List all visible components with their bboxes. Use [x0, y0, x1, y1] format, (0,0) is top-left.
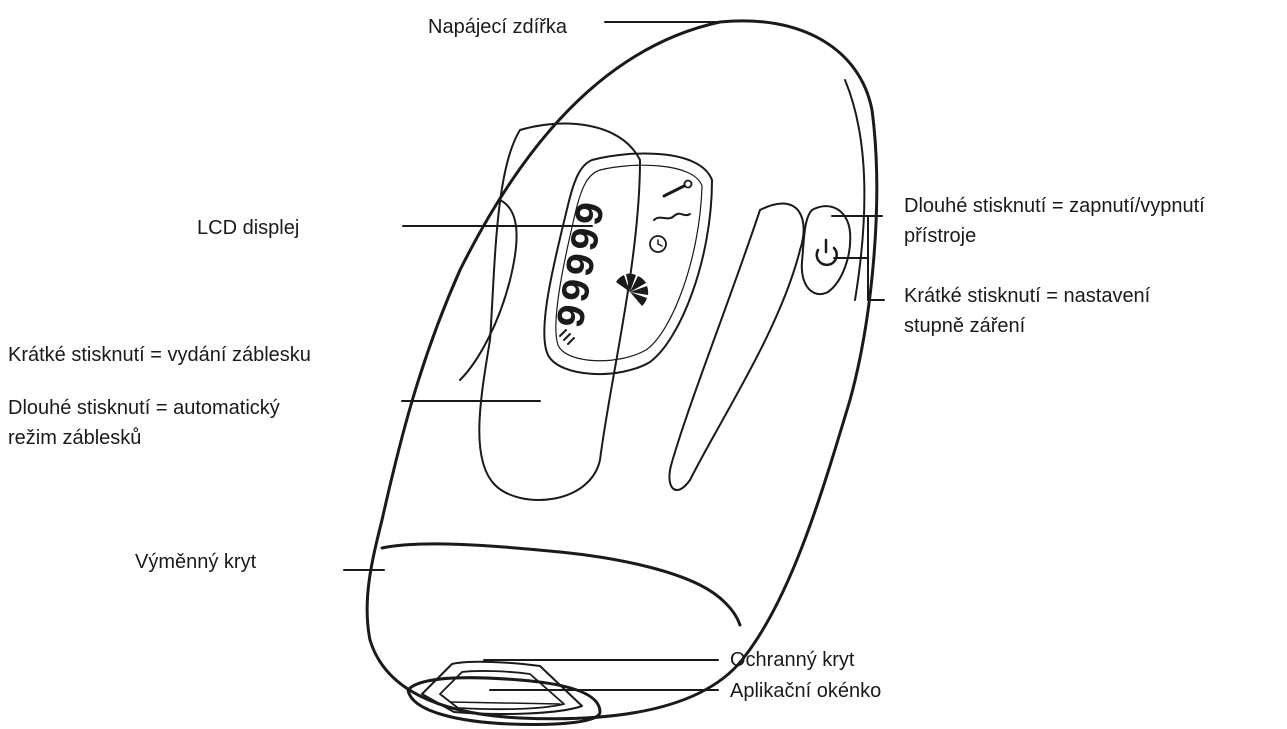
cover-seam: [382, 544, 740, 625]
label-power-long: Dlouhé stisknutí = zapnutí/vypnutí příst…: [904, 191, 1205, 251]
lcd-mode-icon: [654, 214, 690, 220]
label-flash-long-line1: Dlouhé stisknutí = automatický: [8, 393, 280, 423]
label-power-long-line2: přístroje: [904, 221, 1205, 251]
device-body-outline: [367, 21, 877, 719]
label-flash-short: Krátké stisknutí = vydání záblesku: [8, 340, 311, 370]
application-head: [408, 662, 600, 725]
label-power-long-line1: Dlouhé stisknutí = zapnutí/vypnutí: [904, 191, 1205, 221]
label-flash-long: Dlouhé stisknutí = automatický režim záb…: [8, 393, 280, 453]
label-lcd-display: LCD displej: [197, 213, 299, 243]
label-power-short-line2: stupně záření: [904, 311, 1150, 341]
lcd-intensity-fan: [616, 274, 648, 306]
lcd-timer-icon: [650, 236, 666, 252]
label-flash-long-line2: režim záblesků: [8, 423, 280, 453]
label-power-socket: Napájecí zdířka: [428, 12, 567, 42]
lcd-display: 99999: [544, 153, 712, 374]
lcd-level-bars: [560, 330, 574, 344]
label-power-short-line1: Krátké stisknutí = nastavení: [904, 281, 1150, 311]
label-application-window: Aplikační okénko: [730, 676, 881, 706]
device-back-edge: [845, 80, 864, 300]
side-rib: [669, 204, 803, 490]
power-button-icon: [817, 240, 837, 265]
power-button: [802, 206, 850, 294]
label-protective-cover: Ochranný kryt: [730, 645, 854, 675]
label-replaceable-cover: Výměnný kryt: [135, 547, 256, 577]
label-power-short: Krátké stisknutí = nastavení stupně záře…: [904, 281, 1150, 341]
lcd-flash-counter: 99999: [550, 196, 617, 332]
lcd-temperature-icon: [664, 181, 692, 197]
